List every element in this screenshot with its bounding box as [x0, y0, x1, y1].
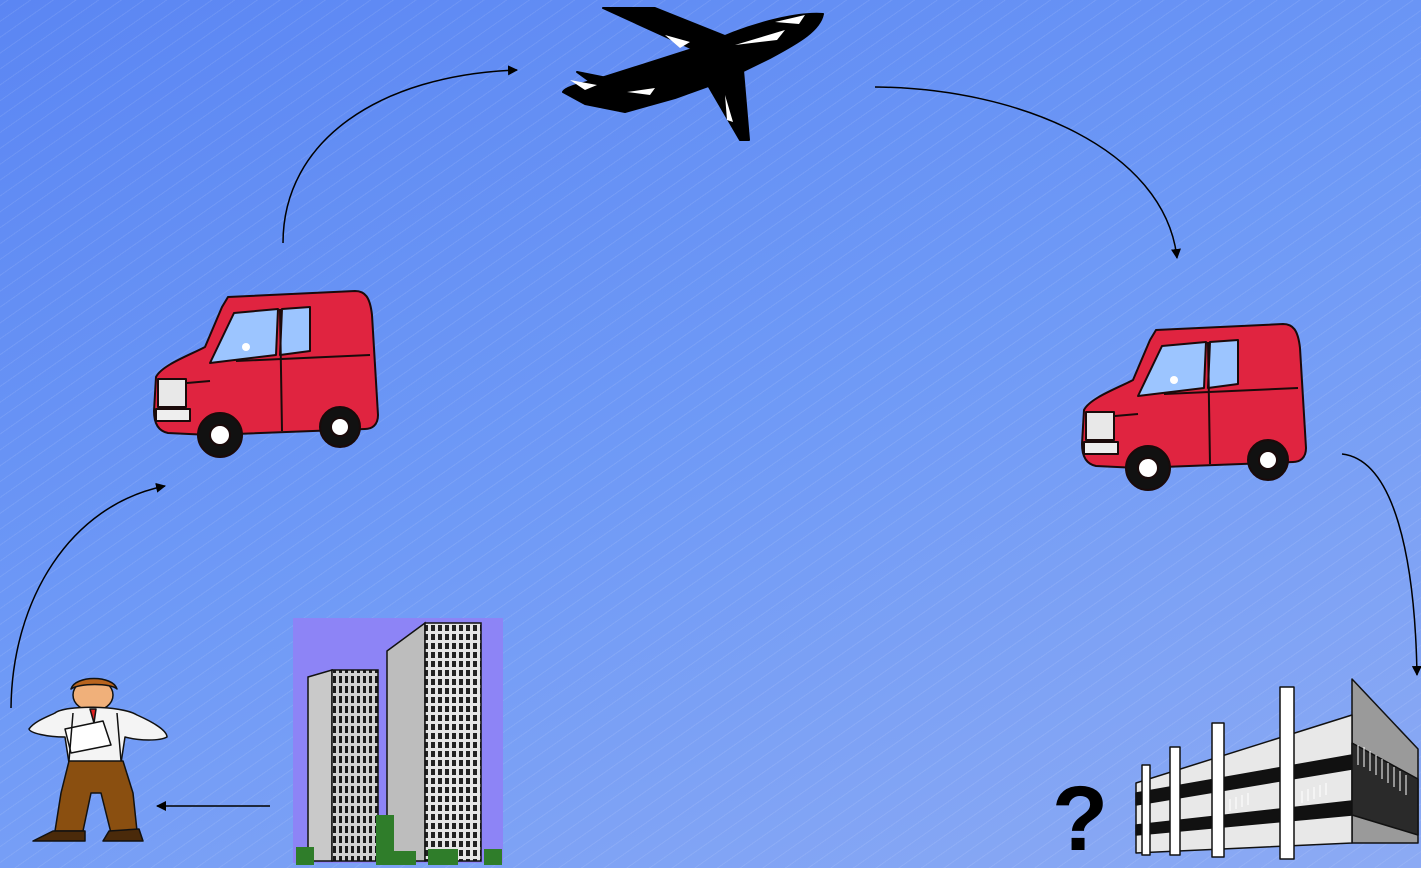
- arrow-person-to-van: [10, 482, 166, 709]
- arrow-van-to-plane: [282, 65, 518, 244]
- question-mark: ?: [1051, 768, 1109, 870]
- destination-building-icon: [1135, 678, 1419, 860]
- delivery-van-icon: [153, 290, 379, 458]
- arrow-plane-to-van: [874, 86, 1181, 259]
- delivery-van-icon: [1081, 323, 1307, 491]
- businessman-icon: [28, 677, 168, 842]
- airplane-icon: [562, 7, 824, 141]
- office-building-icon: [293, 618, 503, 865]
- arrow-van-to-destination: [1341, 453, 1421, 676]
